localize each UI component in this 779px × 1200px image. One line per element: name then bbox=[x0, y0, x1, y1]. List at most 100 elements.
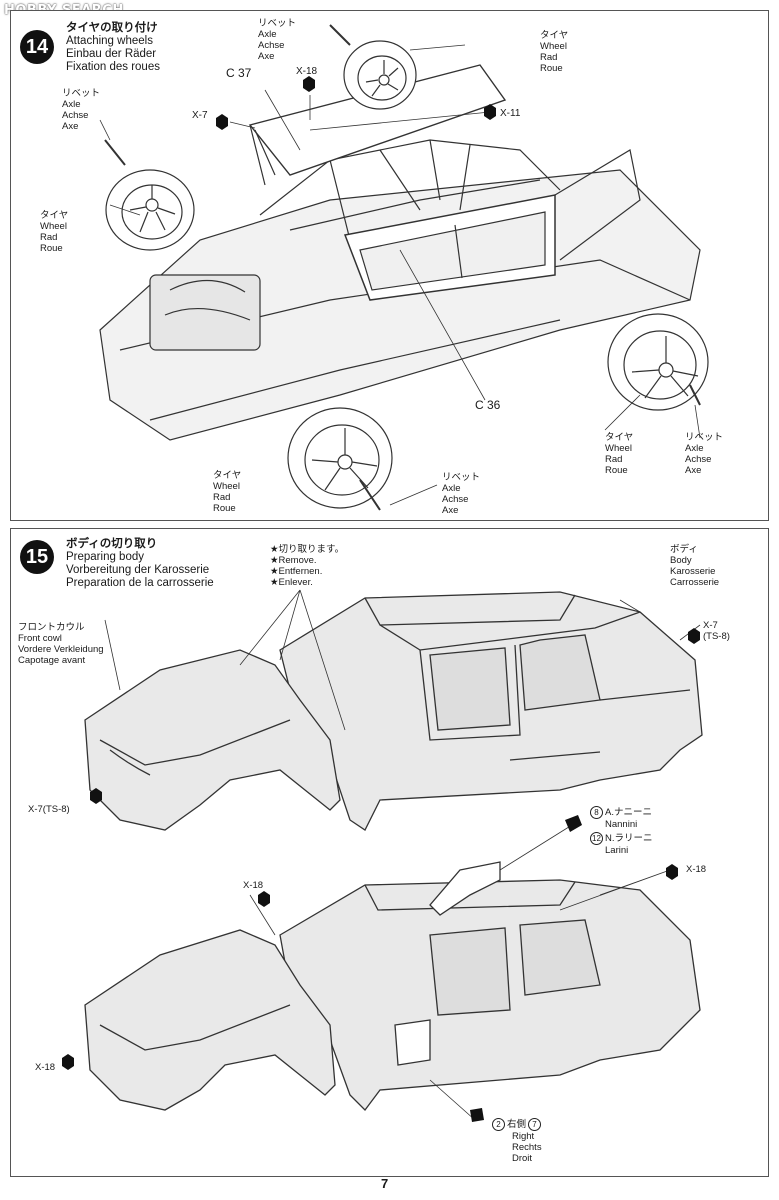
front-cowl-de: Vordere Verkleidung bbox=[18, 644, 104, 655]
rivet-de: Achse bbox=[258, 40, 285, 51]
right-side-fr: Droit bbox=[512, 1153, 533, 1164]
x18-label-right: X-18 bbox=[686, 864, 707, 875]
body-de: Karosserie bbox=[670, 566, 716, 577]
tire-de: Rad bbox=[540, 52, 558, 63]
page-number: 7 bbox=[381, 1176, 389, 1191]
decal-12-jp: N.ラリーニ bbox=[605, 833, 653, 845]
decal-12-name: Larini bbox=[605, 845, 629, 856]
rivet-jp: リベット bbox=[685, 432, 724, 443]
step-14-badge: 14 bbox=[20, 30, 54, 64]
rivet-fr: Axe bbox=[685, 465, 702, 476]
remove-jp: ★切り取ります。 bbox=[270, 544, 345, 555]
tire-fr: Roue bbox=[40, 243, 63, 254]
wheel-left-rear bbox=[105, 169, 195, 251]
rivet-label-right: リベット Axle Achse Axe bbox=[685, 432, 723, 476]
body-label: ボディ Body Karosserie Carrosserie bbox=[670, 544, 719, 588]
remove-fr: ★Enlever. bbox=[270, 577, 313, 588]
body-fr: Carrosserie bbox=[670, 577, 720, 588]
step-14-title: タイヤの取り付け Attaching wheels Einbau der Räd… bbox=[66, 22, 160, 74]
x7-ts8-right-label: X-7 (TS-8) bbox=[703, 620, 730, 642]
x7-line2: (TS-8) bbox=[703, 631, 730, 642]
right-side-num-a: 2 bbox=[492, 1118, 505, 1131]
tire-en: Wheel bbox=[40, 221, 67, 232]
x7-ts8-left-label: X-7(TS-8) bbox=[28, 804, 70, 815]
tire-jp: タイヤ bbox=[213, 470, 242, 481]
part-x7-label: X-7 bbox=[192, 110, 208, 121]
step-15-title-jp: ボディの切り取り bbox=[66, 538, 158, 550]
part-c36-label: C 36 bbox=[475, 398, 501, 412]
tire-jp: タイヤ bbox=[605, 432, 634, 443]
wheel-top-right bbox=[343, 40, 417, 110]
part-c37-label: C 37 bbox=[226, 66, 252, 80]
front-cowl-label: フロントカウル Front cowl Vordere Verkleidung C… bbox=[18, 622, 104, 666]
remove-en: ★Remove. bbox=[270, 555, 317, 566]
rivet-en: Axle bbox=[258, 29, 277, 40]
tire-en: Wheel bbox=[540, 41, 567, 52]
rivet-jp: リベット bbox=[442, 472, 481, 483]
tire-label-right: タイヤ Wheel Rad Roue bbox=[605, 432, 633, 476]
x7-line1: X-7 bbox=[703, 620, 718, 631]
rivet-fr: Axe bbox=[258, 51, 275, 62]
tire-jp: タイヤ bbox=[540, 30, 569, 41]
right-side-en: Right bbox=[512, 1131, 535, 1142]
tire-de: Rad bbox=[213, 492, 231, 503]
rivet-label-top: リベット Axle Achse Axe bbox=[258, 18, 296, 62]
tire-label-left: タイヤ Wheel Rad Roue bbox=[40, 210, 68, 254]
tire-label-top: タイヤ Wheel Rad Roue bbox=[540, 30, 568, 74]
step-15-title-en: Preparing body bbox=[66, 551, 144, 563]
step-15-title: ボディの切り取り Preparing body Vorbereitung der… bbox=[66, 538, 214, 590]
part-x18-label: X-18 bbox=[296, 66, 318, 77]
right-side-de: Rechts bbox=[512, 1142, 542, 1153]
x18-label-lower-left: X-18 bbox=[35, 1062, 56, 1073]
tire-label-bottom: タイヤ Wheel Rad Roue bbox=[213, 470, 241, 514]
rivet-de: Achse bbox=[62, 110, 89, 121]
rivet-de: Achse bbox=[685, 454, 712, 465]
tire-de: Rad bbox=[605, 454, 623, 465]
tire-de: Rad bbox=[40, 232, 58, 243]
front-cowl-en: Front cowl bbox=[18, 633, 62, 644]
part-x11-label: X-11 bbox=[500, 108, 521, 119]
remove-de: ★Entfernen. bbox=[270, 566, 323, 577]
wheel-front-bottom bbox=[287, 407, 393, 509]
tire-fr: Roue bbox=[540, 63, 563, 74]
decal-12-number: 12 bbox=[590, 832, 603, 845]
step-15-badge: 15 bbox=[20, 540, 54, 574]
tire-fr: Roue bbox=[213, 503, 236, 514]
step-15-title-de: Vorbereitung der Karosserie bbox=[66, 564, 210, 576]
front-cowl-fr: Capotage avant bbox=[18, 655, 86, 666]
step-14-title-fr: Fixation des roues bbox=[66, 61, 160, 73]
rivet-label-left: リベット Axle Achse Axe bbox=[62, 88, 100, 132]
tire-en: Wheel bbox=[213, 481, 240, 492]
body-en: Body bbox=[670, 555, 692, 566]
rivet-fr: Axe bbox=[442, 505, 459, 516]
step-15-title-fr: Preparation de la carrosserie bbox=[66, 577, 214, 589]
rivet-de: Achse bbox=[442, 494, 469, 505]
right-side-num-b: 7 bbox=[528, 1118, 542, 1131]
step-14-title-de: Einbau der Räder bbox=[66, 48, 157, 60]
tire-fr: Roue bbox=[605, 465, 628, 476]
right-side-jp: 右側 bbox=[507, 1119, 527, 1131]
step-14-title-jp: タイヤの取り付け bbox=[66, 22, 158, 34]
rivet-label-bottom: リベット Axle Achse Axe bbox=[442, 472, 480, 516]
rivet-fr: Axe bbox=[62, 121, 79, 132]
rivet-en: Axle bbox=[62, 99, 81, 110]
rivet-jp: リベット bbox=[258, 18, 297, 29]
rivet-en: Axle bbox=[685, 443, 704, 454]
body-jp: ボディ bbox=[670, 544, 698, 555]
tire-jp: タイヤ bbox=[40, 210, 69, 221]
decal-8-jp: A.ナニーニ bbox=[605, 807, 652, 819]
decal-8-number: 8 bbox=[590, 806, 603, 819]
tire-en: Wheel bbox=[605, 443, 632, 454]
remove-label: ★切り取ります。 ★Remove. ★Entfernen. ★Enlever. bbox=[270, 544, 344, 588]
x18-label-upper-left: X-18 bbox=[243, 880, 264, 891]
wheel-right-front bbox=[607, 313, 709, 411]
rivet-en: Axle bbox=[442, 483, 461, 494]
decal-8-name: Nannini bbox=[605, 819, 638, 830]
front-cowl-jp: フロントカウル bbox=[18, 622, 85, 633]
rivet-jp: リベット bbox=[62, 88, 101, 99]
